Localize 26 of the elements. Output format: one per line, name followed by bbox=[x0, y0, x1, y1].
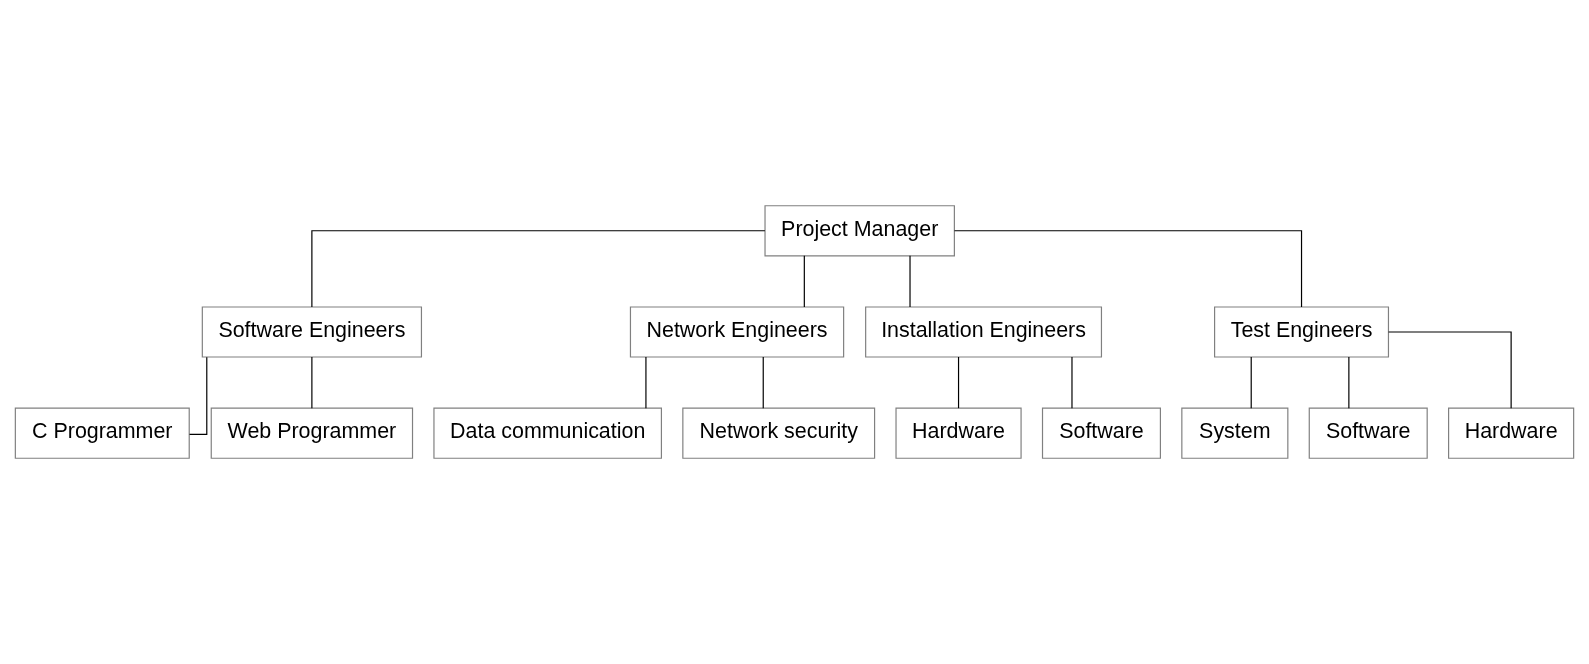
node-box: Data communication bbox=[433, 407, 662, 459]
connector bbox=[1250, 356, 1252, 409]
connector bbox=[909, 255, 911, 308]
node-box: Project Manager bbox=[764, 205, 955, 257]
connector bbox=[1388, 331, 1512, 409]
connector bbox=[957, 356, 960, 409]
node-box: System bbox=[1181, 407, 1289, 459]
connector bbox=[1348, 356, 1350, 409]
node-box: Software bbox=[1041, 407, 1161, 459]
connector bbox=[311, 356, 313, 409]
node-box: Hardware bbox=[895, 407, 1022, 459]
connector bbox=[311, 230, 766, 308]
node-box: Network Engineers bbox=[629, 306, 845, 358]
node-box: Hardware bbox=[1448, 407, 1575, 459]
node-box: Software Engineers bbox=[201, 306, 423, 358]
node-box: C Programmer bbox=[14, 407, 190, 459]
connector bbox=[953, 230, 1303, 308]
node-box: Web Programmer bbox=[210, 407, 414, 459]
connector bbox=[1071, 356, 1073, 409]
node-box: Installation Engineers bbox=[865, 306, 1103, 358]
node-box: Network security bbox=[682, 407, 876, 459]
node-box: Software bbox=[1308, 407, 1428, 459]
connector bbox=[762, 356, 764, 409]
connector bbox=[803, 255, 805, 308]
node-box: Test Engineers bbox=[1214, 306, 1390, 358]
connector bbox=[645, 356, 647, 409]
